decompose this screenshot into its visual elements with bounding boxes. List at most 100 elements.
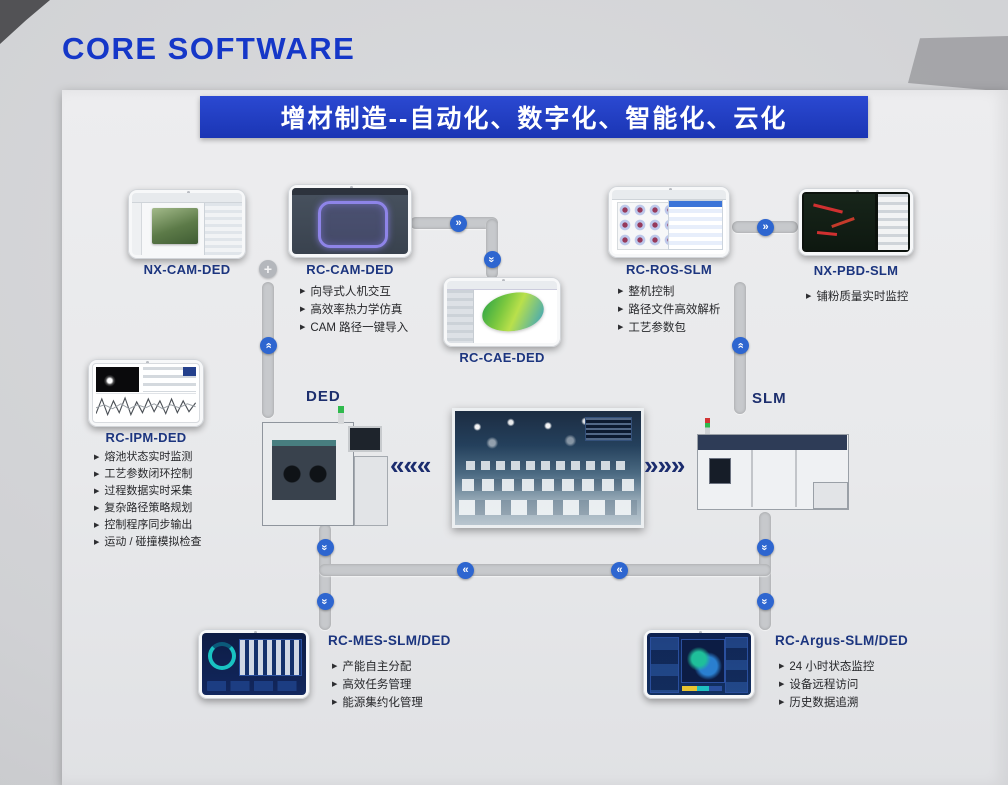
dashboard-tiles xyxy=(207,681,301,692)
feature-text: 历史数据追溯 xyxy=(789,697,859,709)
slm-step-unit xyxy=(813,482,848,509)
machine-label-slm: SLM xyxy=(752,390,787,407)
cam-toolbar xyxy=(292,188,408,195)
slm-panel-seam xyxy=(795,450,797,507)
rc-ros-slm-tablet xyxy=(608,186,730,258)
dashboard-left-panels xyxy=(650,636,680,694)
triangle-bullet-icon: ▶ xyxy=(332,699,338,706)
feature-text: 整机控制 xyxy=(628,286,675,298)
triangle-bullet-icon: ▶ xyxy=(332,663,338,670)
machine-row xyxy=(458,499,638,515)
feature-item: ▶高效率热力学仿真 xyxy=(300,301,408,319)
ded-machine-illustration xyxy=(262,406,388,528)
feature-text: 高效率热力学仿真 xyxy=(310,304,403,316)
machine-row xyxy=(462,479,634,492)
powder-bed-image xyxy=(804,194,876,250)
feature-item: ▶ 工艺参数闭环控制 xyxy=(94,466,202,483)
connector-bottom-bus xyxy=(319,564,771,576)
page-title: CORE SOFTWARE xyxy=(62,30,356,66)
rc-cam-ded-tablet xyxy=(288,184,412,258)
triangle-bullet-icon: ▶ xyxy=(618,306,624,313)
feature-item: ▶工艺参数包 xyxy=(618,319,720,337)
factory-floor-plan xyxy=(239,639,302,676)
status-bars xyxy=(682,686,722,692)
kpi-donut-chart xyxy=(208,641,237,670)
chevron-down-icon: « xyxy=(757,539,774,556)
ded-machine-front-windows xyxy=(272,440,336,500)
node-label-rc-cae-ded: RC-CAE-DED xyxy=(459,350,545,365)
feature-text: 工艺参数闭环控制 xyxy=(104,468,193,480)
node-label-rc-ipm-ded: RC-IPM-DED xyxy=(105,430,187,445)
triangle-bullet-icon: ▶ xyxy=(300,288,306,295)
triangle-bullet-icon: ▶ xyxy=(94,471,100,478)
chevron-left-icon: « xyxy=(457,562,474,579)
triangle-bullet-icon: ▶ xyxy=(779,681,785,688)
triple-chevron-right-icon: »»» xyxy=(644,450,685,480)
feature-item: ▶ 向导式人机交互 xyxy=(300,283,408,301)
ded-stack-light xyxy=(338,406,344,424)
feature-text: 铺粉质量实时监控 xyxy=(816,291,909,303)
slm-panel-seam xyxy=(751,450,753,507)
feature-list-rc-ipm-ded: ▶熔池状态实时监测 ▶工艺参数闭环控制 ▶过程数据实时采集 ▶复杂路径策略规划 … xyxy=(94,449,202,551)
feature-text: 向导式人机交互 xyxy=(310,286,391,298)
defect-mark xyxy=(816,230,838,236)
triangle-bullet-icon: ▶ xyxy=(806,293,812,300)
factory-floor-photo xyxy=(452,408,644,528)
triangle-bullet-icon: ▶ xyxy=(94,488,100,495)
cad-side-toolbar xyxy=(132,203,142,255)
triangle-bullet-icon: ▶ xyxy=(94,454,100,461)
slm-top-band xyxy=(698,435,847,450)
status-map-panel xyxy=(681,639,725,684)
feature-item: ▶ 整机控制 xyxy=(618,283,720,301)
rc-cae-ded-screenshot xyxy=(447,281,557,343)
status-panel xyxy=(877,194,908,250)
photo-corner-artifact xyxy=(0,0,50,44)
chevron-down-icon: « xyxy=(317,593,334,610)
chevron-right-icon: » xyxy=(757,219,774,236)
nx-cam-ded-screenshot xyxy=(132,193,242,255)
node-label-rc-ros-slm: RC-ROS-SLM xyxy=(625,262,713,277)
feature-item: ▶24 小时状态监控 xyxy=(779,658,874,676)
feature-text: 路径文件高效解析 xyxy=(628,304,721,316)
triangle-bullet-icon: ▶ xyxy=(779,699,785,706)
simulation-surface-plot xyxy=(480,290,546,335)
node-label-rc-argus: RC-Argus-SLM/DED xyxy=(775,633,909,648)
vendor-logo-mark xyxy=(182,367,196,377)
ded-control-monitor xyxy=(348,426,382,452)
feature-item: ▶ 产能自主分配 xyxy=(332,658,423,676)
banner: 增材制造--自动化、数字化、智能化、云化 xyxy=(200,96,868,138)
feature-item: ▶ 铺粉质量实时监控 xyxy=(806,288,908,306)
triangle-bullet-icon: ▶ xyxy=(618,324,624,331)
feature-item: ▶ 控制程序同步输出 xyxy=(94,517,202,534)
feature-item: ▶高效任务管理 xyxy=(332,676,423,694)
waveform-svg xyxy=(95,396,197,417)
feature-text: 控制程序同步输出 xyxy=(104,519,193,531)
chevron-left-icon: « xyxy=(611,562,628,579)
triangle-bullet-icon: ▶ xyxy=(618,288,624,295)
chevron-down-icon: « xyxy=(317,539,334,556)
slm-machine-illustration xyxy=(695,414,853,514)
feature-item: ▶能源集约化管理 xyxy=(332,694,423,712)
feature-text: 运动 / 碰撞模拟检查 xyxy=(104,536,202,548)
chevron-right-icon: » xyxy=(450,215,467,232)
rc-cam-ded-screenshot xyxy=(292,188,408,254)
chevron-up-icon: « xyxy=(260,337,277,354)
rc-mes-screenshot xyxy=(202,633,306,695)
cae-tree-panel xyxy=(447,290,475,343)
chevron-down-icon: « xyxy=(757,593,774,610)
nx-cam-ded-tablet xyxy=(128,189,246,259)
feature-text: 产能自主分配 xyxy=(342,661,412,673)
dashboard-right-panels xyxy=(725,636,748,694)
feature-text: 熔池状态实时监测 xyxy=(104,451,193,463)
machine-3d-model xyxy=(151,207,198,244)
triangle-bullet-icon: ▶ xyxy=(94,522,100,529)
feature-item: ▶设备远程访问 xyxy=(779,676,874,694)
feature-item: ▶ 路径文件高效解析 xyxy=(618,301,720,319)
banner-text: 增材制造--自动化、数字化、智能化、云化 xyxy=(280,105,788,133)
rc-ros-slm-screenshot xyxy=(612,190,726,254)
feature-text: 复杂路径策略规划 xyxy=(104,502,193,514)
rc-cae-ded-tablet xyxy=(443,277,561,347)
node-label-rc-mes: RC-MES-SLM/DED xyxy=(328,633,451,648)
defect-mark xyxy=(831,216,856,228)
wireframe-part-model xyxy=(317,201,389,249)
